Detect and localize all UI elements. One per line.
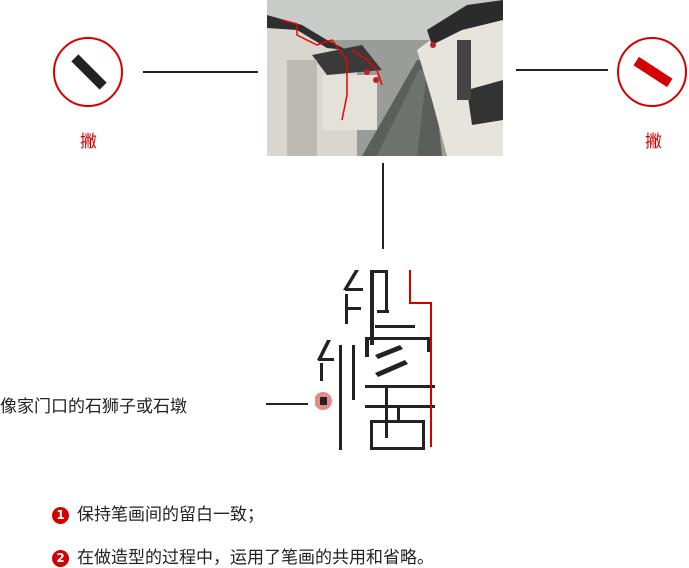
annotation-text: 像家门口的石狮子或石墩 xyxy=(0,397,187,417)
list-item: 2 在做造型的过程中，运用了笔画的共用和省略。 xyxy=(52,543,434,568)
canal-town-photo xyxy=(267,0,503,156)
right-stroke-icon xyxy=(633,56,673,88)
right-connector-line xyxy=(516,69,608,71)
annotation-connector-line xyxy=(266,403,308,405)
list-item-text: 在做造型的过程中，运用了笔画的共用和省略。 xyxy=(77,548,434,568)
right-stroke-label: 撇 xyxy=(645,132,662,152)
number-badge: 1 xyxy=(52,507,69,524)
left-stroke-label: 撇 xyxy=(80,132,97,152)
left-connector-line xyxy=(143,71,258,73)
list-item-text: 保持笔画间的留白一致； xyxy=(77,505,264,525)
calligraphic-logo xyxy=(314,265,445,450)
right-stroke-circle xyxy=(617,37,687,107)
left-stroke-icon xyxy=(71,54,107,90)
photo-logo-connector xyxy=(382,163,384,249)
number-badge: 2 xyxy=(52,550,69,567)
left-stroke-circle xyxy=(53,37,123,107)
list-item: 1 保持笔画间的留白一致； xyxy=(52,500,264,525)
